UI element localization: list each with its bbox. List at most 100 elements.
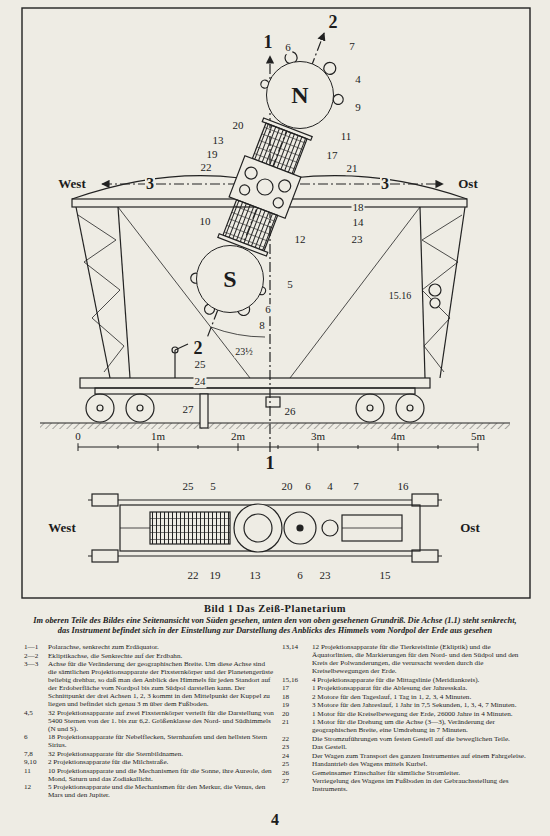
callout-number: West [57, 177, 86, 191]
callout-number: 5m [470, 431, 486, 443]
key-text: Das Gestell. [312, 743, 528, 751]
key-text: 2 Projektionsapparate für die Milchstraß… [48, 758, 274, 766]
callout-number: Ost [457, 177, 479, 191]
callout-number: 21 [346, 163, 359, 175]
key-text: 4 Projektionsapparate für die Mittagslin… [312, 676, 528, 684]
callout-number: 4 [354, 74, 362, 86]
callout-number: 14 [352, 217, 365, 229]
key-number: 7,8 [24, 750, 46, 758]
key-text: 32 Projektionsapparate auf zwei Fixstern… [48, 709, 274, 733]
callout-number: 18 [352, 202, 365, 214]
callout-number: 27 [182, 404, 195, 416]
callout-number: 6 [304, 481, 312, 493]
callout-number: 9 [354, 102, 362, 114]
key-text: Handantrieb des Wagens mittels Kurbel. [312, 760, 528, 768]
key-text: 1 Motor für die Drehung um die Achse (3—… [312, 718, 528, 734]
callout-number: 4m [390, 431, 406, 443]
key-number: 18 [282, 693, 310, 701]
callout-number: 17 [326, 150, 339, 162]
key-number: 21 [282, 718, 310, 726]
callout-number: 6 [296, 570, 304, 582]
callout-number: 2 [193, 339, 204, 358]
callout-number: 26 [284, 406, 297, 418]
callout-number: 22 [200, 162, 213, 174]
key-number: 23 [282, 743, 310, 751]
star-sphere: N [266, 61, 334, 129]
callout-number: 25 [182, 481, 195, 493]
key-number: 1—1 [24, 643, 46, 651]
callout-number: 2 [328, 13, 339, 32]
callout-number: 20 [281, 481, 294, 493]
key-text: Polarachse, senkrecht zum Erdäquator. [48, 643, 274, 651]
sphere-letter: S [223, 267, 236, 291]
key-number: 17 [282, 684, 310, 692]
key-text: 32 Projektionsapparate für die Sternbild… [48, 750, 274, 758]
key-number: 15,16 [282, 676, 310, 684]
callout-number: 19 [206, 149, 219, 161]
callout-number: 13 [212, 135, 225, 147]
callout-number: 4 [326, 481, 334, 493]
key-number: 3—3 [24, 660, 46, 668]
figure-caption: Im oberen Teile des Bildes eine Seitenan… [28, 616, 522, 636]
callout-number: 7 [348, 41, 356, 53]
key-number: 27 [282, 777, 310, 785]
key-text: 5 Projektionsapparate und die Mechanisme… [48, 783, 274, 799]
key-number: 9,10 [24, 758, 46, 766]
callout-number: 1 [265, 454, 276, 473]
callout-number: 10 [199, 216, 212, 228]
key-number: 6 [24, 733, 46, 741]
callout-number: 16 [397, 481, 410, 493]
key-text: 1 Motor für die Kreiselbewegung der Erde… [312, 710, 528, 718]
key-number: 24 [282, 752, 310, 760]
key-text: Ekliptikachse, die Senkrechte auf der Er… [48, 652, 274, 660]
callout-number: 23 [351, 234, 364, 246]
callout-number: 7 [352, 481, 360, 493]
callout-number: 20 [232, 120, 245, 132]
key-number: 13,14 [282, 643, 310, 651]
callout-number: 19 [209, 570, 222, 582]
callout-number: 24 [194, 376, 207, 388]
key-text: Achse für die Veränderung der geographis… [48, 660, 274, 708]
key-text: 1 Projektionsapparat für die Ablesung de… [312, 684, 528, 692]
sphere-letter: N [291, 83, 308, 107]
callout-number: 11 [340, 131, 353, 143]
callout-number: 2m [230, 431, 246, 443]
callout-number: 3m [310, 431, 326, 443]
key-text: 10 Projektionsapparate und die Mechanism… [48, 767, 274, 783]
callout-number: 22 [187, 570, 200, 582]
star-sphere: S [196, 245, 264, 313]
key-number: 11 [24, 767, 46, 775]
callout-number: 3 [145, 176, 155, 193]
key-text: 18 Projektionsapparate für Nebelflecken,… [48, 733, 274, 749]
key-text: 12 Projektionsapparate für die Tierkreis… [312, 643, 528, 675]
callout-number: 0 [74, 431, 82, 443]
callout-number: 25 [194, 359, 207, 371]
callout-number: 15.16 [388, 291, 413, 302]
key-text: Die Stromzuführungen vom festen Gestell … [312, 735, 528, 743]
key-number: 22 [282, 735, 310, 743]
key-text: Der Wagen zum Transport des ganzen Instr… [312, 752, 528, 760]
callout-number: 5 [209, 481, 217, 493]
callout-number: 3 [380, 176, 390, 193]
key-number: 2—2 [24, 652, 46, 660]
callout-number: 12 [294, 234, 307, 246]
callout-number: 6 [284, 42, 292, 54]
key-number: 20 [282, 710, 310, 718]
callout-number: 23½ [234, 347, 254, 358]
callout-number: 23 [319, 570, 332, 582]
callout-number: 13 [249, 570, 262, 582]
callout-number: 1m [150, 431, 166, 443]
key-number: 25 [282, 760, 310, 768]
key-text: 2 Motore für den Tageslauf, 1 Tag in 1, … [312, 693, 528, 701]
callout-number: 6 [264, 304, 272, 316]
key-number: 26 [282, 769, 310, 777]
page-number: 4 [0, 812, 550, 828]
key-text: Gemeinsamer Einschalter für sämtliche St… [312, 769, 528, 777]
key-text: Verriegelung des Wagens im Fußboden in d… [312, 777, 528, 793]
key-text: 3 Motore für den Jahreslauf, 1 Jahr in 7… [312, 701, 528, 709]
figure-title: Bild 1 Das Zeiß-Planetarium [0, 603, 550, 614]
callout-number: West [47, 521, 76, 535]
callout-number: Ost [459, 521, 481, 535]
callout-number: 5 [286, 279, 294, 291]
